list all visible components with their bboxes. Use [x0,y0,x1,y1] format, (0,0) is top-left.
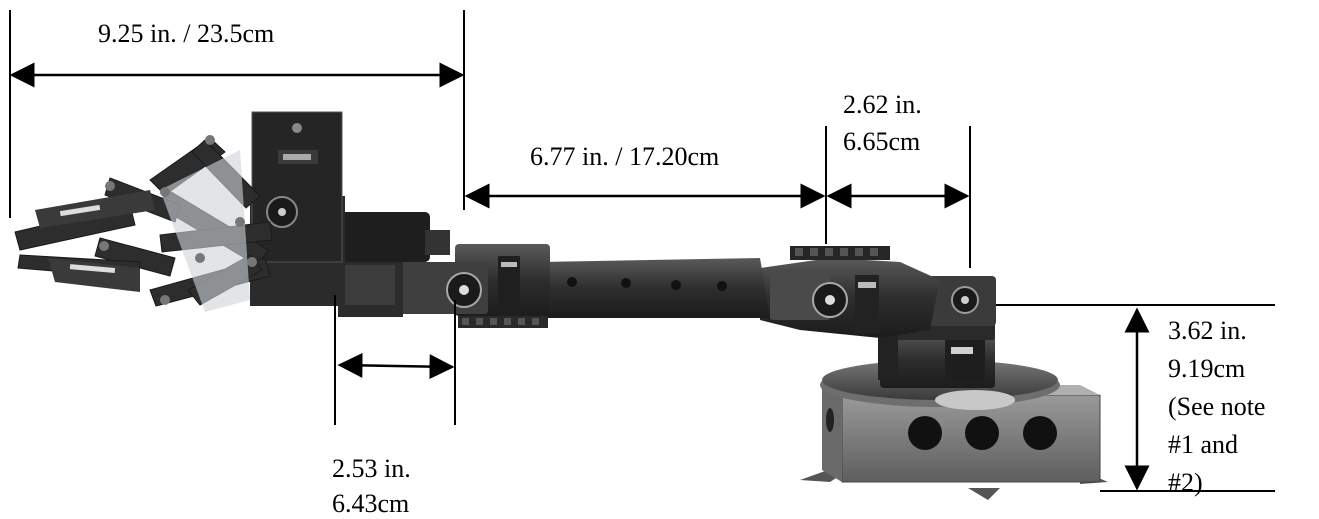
label-base-height-3: (See note [1168,392,1265,421]
label-forearm-cm: 6.65cm [843,127,920,156]
label-base-height-4: #1 and [1168,430,1238,459]
label-base-height-1: 3.62 in. [1168,316,1247,345]
label-upper-arm: 6.77 in. / 17.20cm [530,142,719,171]
dimension-lines [9,10,1275,492]
robot-arm-illustration [14,111,1108,500]
upper-arm-tube [540,258,770,318]
base-hole-1 [908,416,942,450]
label-overall-reach: 9.25 in. / 23.5cm [98,19,274,48]
label-base-height-2: 9.19cm [1168,354,1245,383]
base-box [800,385,1108,500]
wrist-servos [338,244,550,328]
elbow-joint [760,246,940,338]
dimension-labels: 9.25 in. / 23.5cm 6.77 in. / 17.20cm 2.6… [98,19,1265,518]
base-hole-3 [1023,416,1057,450]
label-wrist-in: 2.53 in. [332,454,411,483]
wrist-arrow [337,352,455,380]
label-wrist-cm: 6.43cm [332,489,409,518]
label-base-height-5: #2) [1168,468,1203,497]
label-forearm-in: 2.62 in. [843,90,922,119]
base-hole-2 [965,416,999,450]
gripper-fingers [35,150,250,312]
